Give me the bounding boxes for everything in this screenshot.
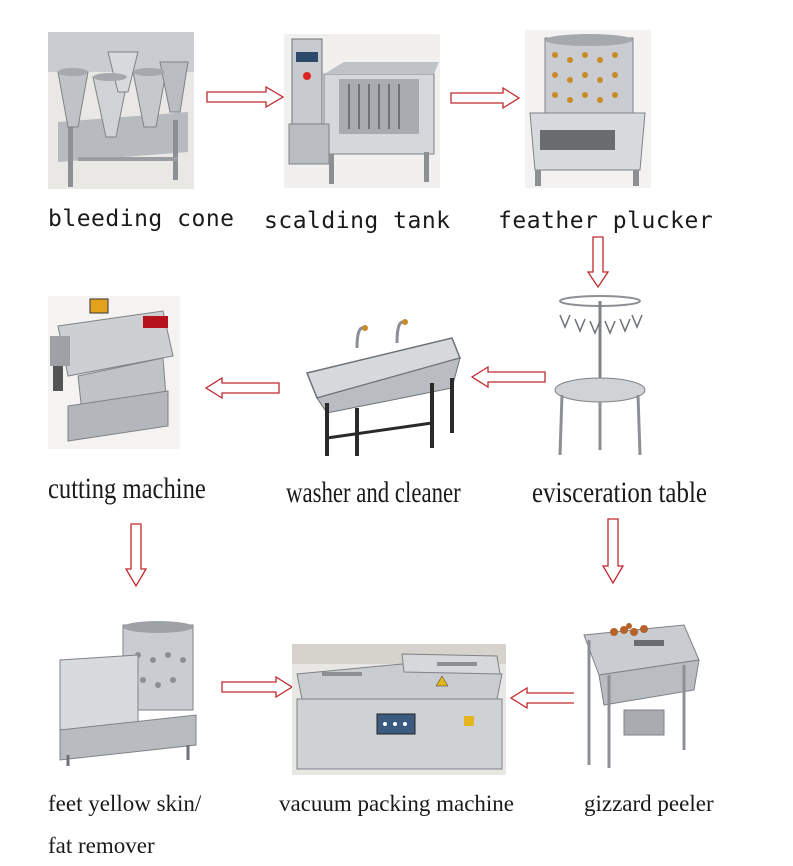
arrow-left-1: [204, 376, 280, 400]
fat-remover-label-line2: fat remover: [48, 833, 155, 858]
feet-yellow-skin-label-line1: feet yellow skin/: [48, 791, 202, 816]
arrow-right-2: [450, 86, 521, 110]
gizzard-peeler-label: gizzard peeler: [584, 791, 714, 816]
arrow-down-1: [586, 236, 610, 289]
bleeding-cone-photo: [48, 32, 194, 189]
arrow-down-3: [601, 518, 625, 585]
vacuum-packing-machine-label: vacuum packing machine: [279, 791, 515, 816]
evisceration-table-photo: [550, 295, 650, 457]
washer-and-cleaner-label: washer and cleaner: [286, 476, 461, 509]
arrow-right-3: [221, 675, 294, 699]
arrow-left-3: [509, 686, 582, 710]
scalding-tank-label: scalding tank: [264, 208, 451, 234]
gizzard-peeler-photo: [574, 620, 702, 770]
scalding-tank-photo: [284, 34, 440, 188]
vacuum-packing-machine-photo: [292, 644, 506, 775]
arrow-left-2: [470, 365, 546, 389]
feather-plucker-photo: [525, 30, 651, 188]
feather-plucker-label: feather plucker: [498, 208, 714, 234]
cutting-machine-label: cutting machine: [48, 472, 206, 505]
evisceration-table-label: evisceration table: [532, 476, 707, 509]
bleeding-cone-label: bleeding cone: [48, 206, 235, 232]
cutting-machine-photo: [48, 296, 180, 449]
arrow-down-2: [124, 523, 148, 588]
feet-yellow-skin-fat-remover-photo: [58, 620, 198, 767]
arrow-right-1: [206, 85, 285, 109]
washer-and-cleaner-photo: [302, 308, 462, 458]
